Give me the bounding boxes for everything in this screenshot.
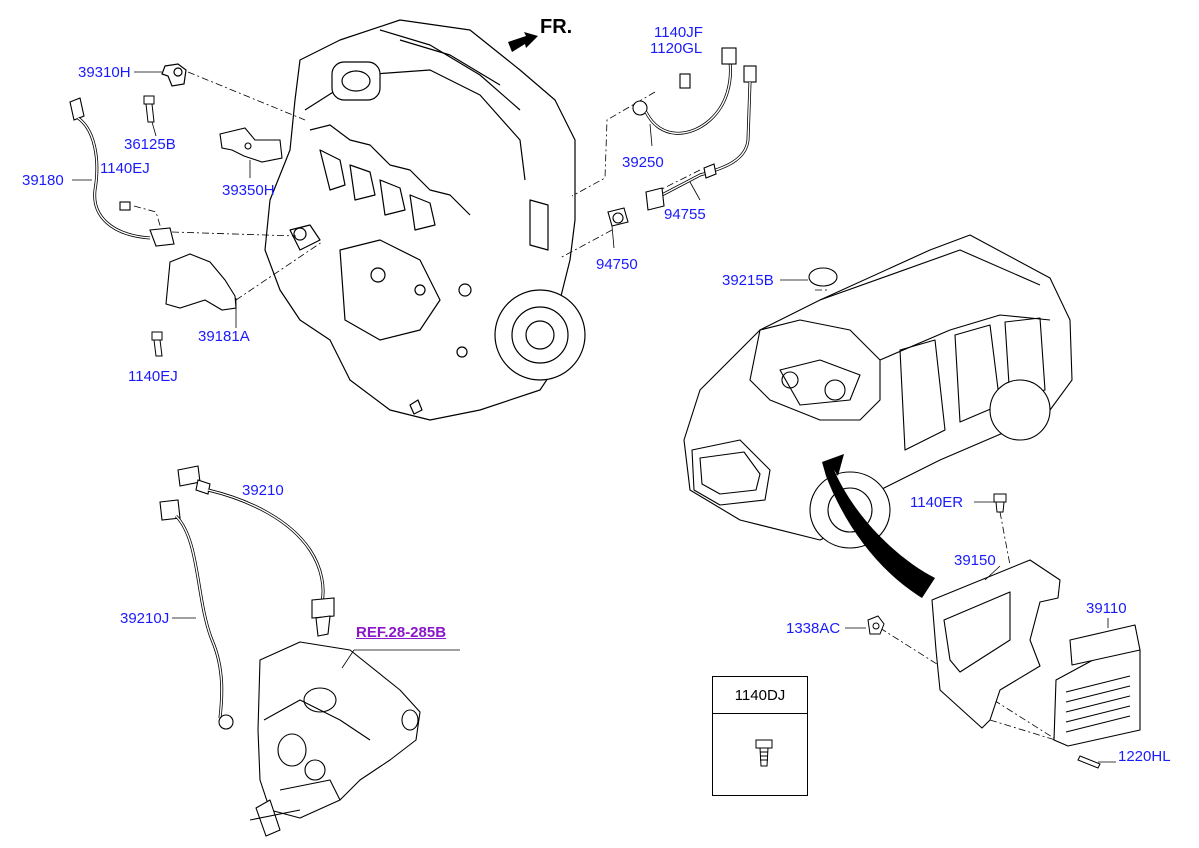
bolt-1140er: [993, 493, 1007, 513]
nut-1338ac: [867, 615, 885, 635]
part-legend-box: 1140DJ: [712, 676, 808, 796]
label-1120gl[interactable]: 1120GL: [650, 40, 703, 57]
exhaust-manifold: [249, 641, 421, 837]
label-1140ej-bottom[interactable]: 1140EJ: [128, 368, 178, 385]
ecu-bracket-39150: [931, 559, 1061, 729]
oxygen-sensor-39210j: [159, 499, 234, 730]
ecu-module-39110: [1053, 624, 1141, 747]
label-1140ej-top[interactable]: 1140EJ: [100, 160, 150, 177]
label-36125b[interactable]: 36125B: [124, 136, 176, 153]
label-94755[interactable]: 94755: [664, 206, 706, 223]
vehicle-outline: [683, 234, 1073, 549]
cam-sensor-part: [161, 63, 187, 87]
bolt-36125b: [143, 95, 155, 123]
label-39210[interactable]: 39210: [242, 482, 284, 499]
label-39310h[interactable]: 39310H: [78, 64, 131, 81]
label-39215b[interactable]: 39215B: [722, 272, 774, 289]
label-39150[interactable]: 39150: [954, 552, 996, 569]
cap-39215b: [808, 267, 838, 287]
label-ticks: [780, 279, 1116, 763]
label-1140er[interactable]: 1140ER: [910, 494, 964, 511]
front-arrow-icon: [508, 32, 538, 52]
front-direction-label: FR.: [540, 16, 573, 38]
label-39210j[interactable]: 39210J: [120, 610, 170, 627]
label-39110[interactable]: 39110: [1086, 600, 1127, 617]
shield-39181a: [165, 253, 237, 311]
bolt-1140ej-bottom: [151, 331, 163, 357]
oxygen-sensor-39210: [177, 465, 335, 637]
wire-harness-94755: [645, 65, 757, 211]
crank-sensor-part: [69, 97, 175, 247]
reference-link[interactable]: REF.28-285B: [356, 624, 447, 641]
knock-sensor-part: [632, 47, 737, 135]
label-39181a[interactable]: 39181A: [198, 328, 250, 345]
label-1338ac[interactable]: 1338AC: [786, 620, 841, 637]
legend-part-number[interactable]: 1140DJ: [713, 677, 807, 714]
label-94750[interactable]: 94750: [596, 256, 638, 273]
sensor-94750: [607, 207, 629, 227]
screw-1220hl: [1077, 755, 1101, 769]
bracket-39350h: [219, 127, 283, 163]
bolt-icon: [755, 739, 773, 767]
label-1220hl[interactable]: 1220HL: [1118, 748, 1171, 765]
location-arrow-icon: [822, 454, 935, 598]
label-39350h[interactable]: 39350H: [222, 182, 275, 199]
label-1140jf[interactable]: 1140JF: [654, 24, 703, 41]
engine-block: [264, 19, 586, 421]
label-39180[interactable]: 39180: [22, 172, 64, 189]
label-39250[interactable]: 39250: [622, 154, 664, 171]
